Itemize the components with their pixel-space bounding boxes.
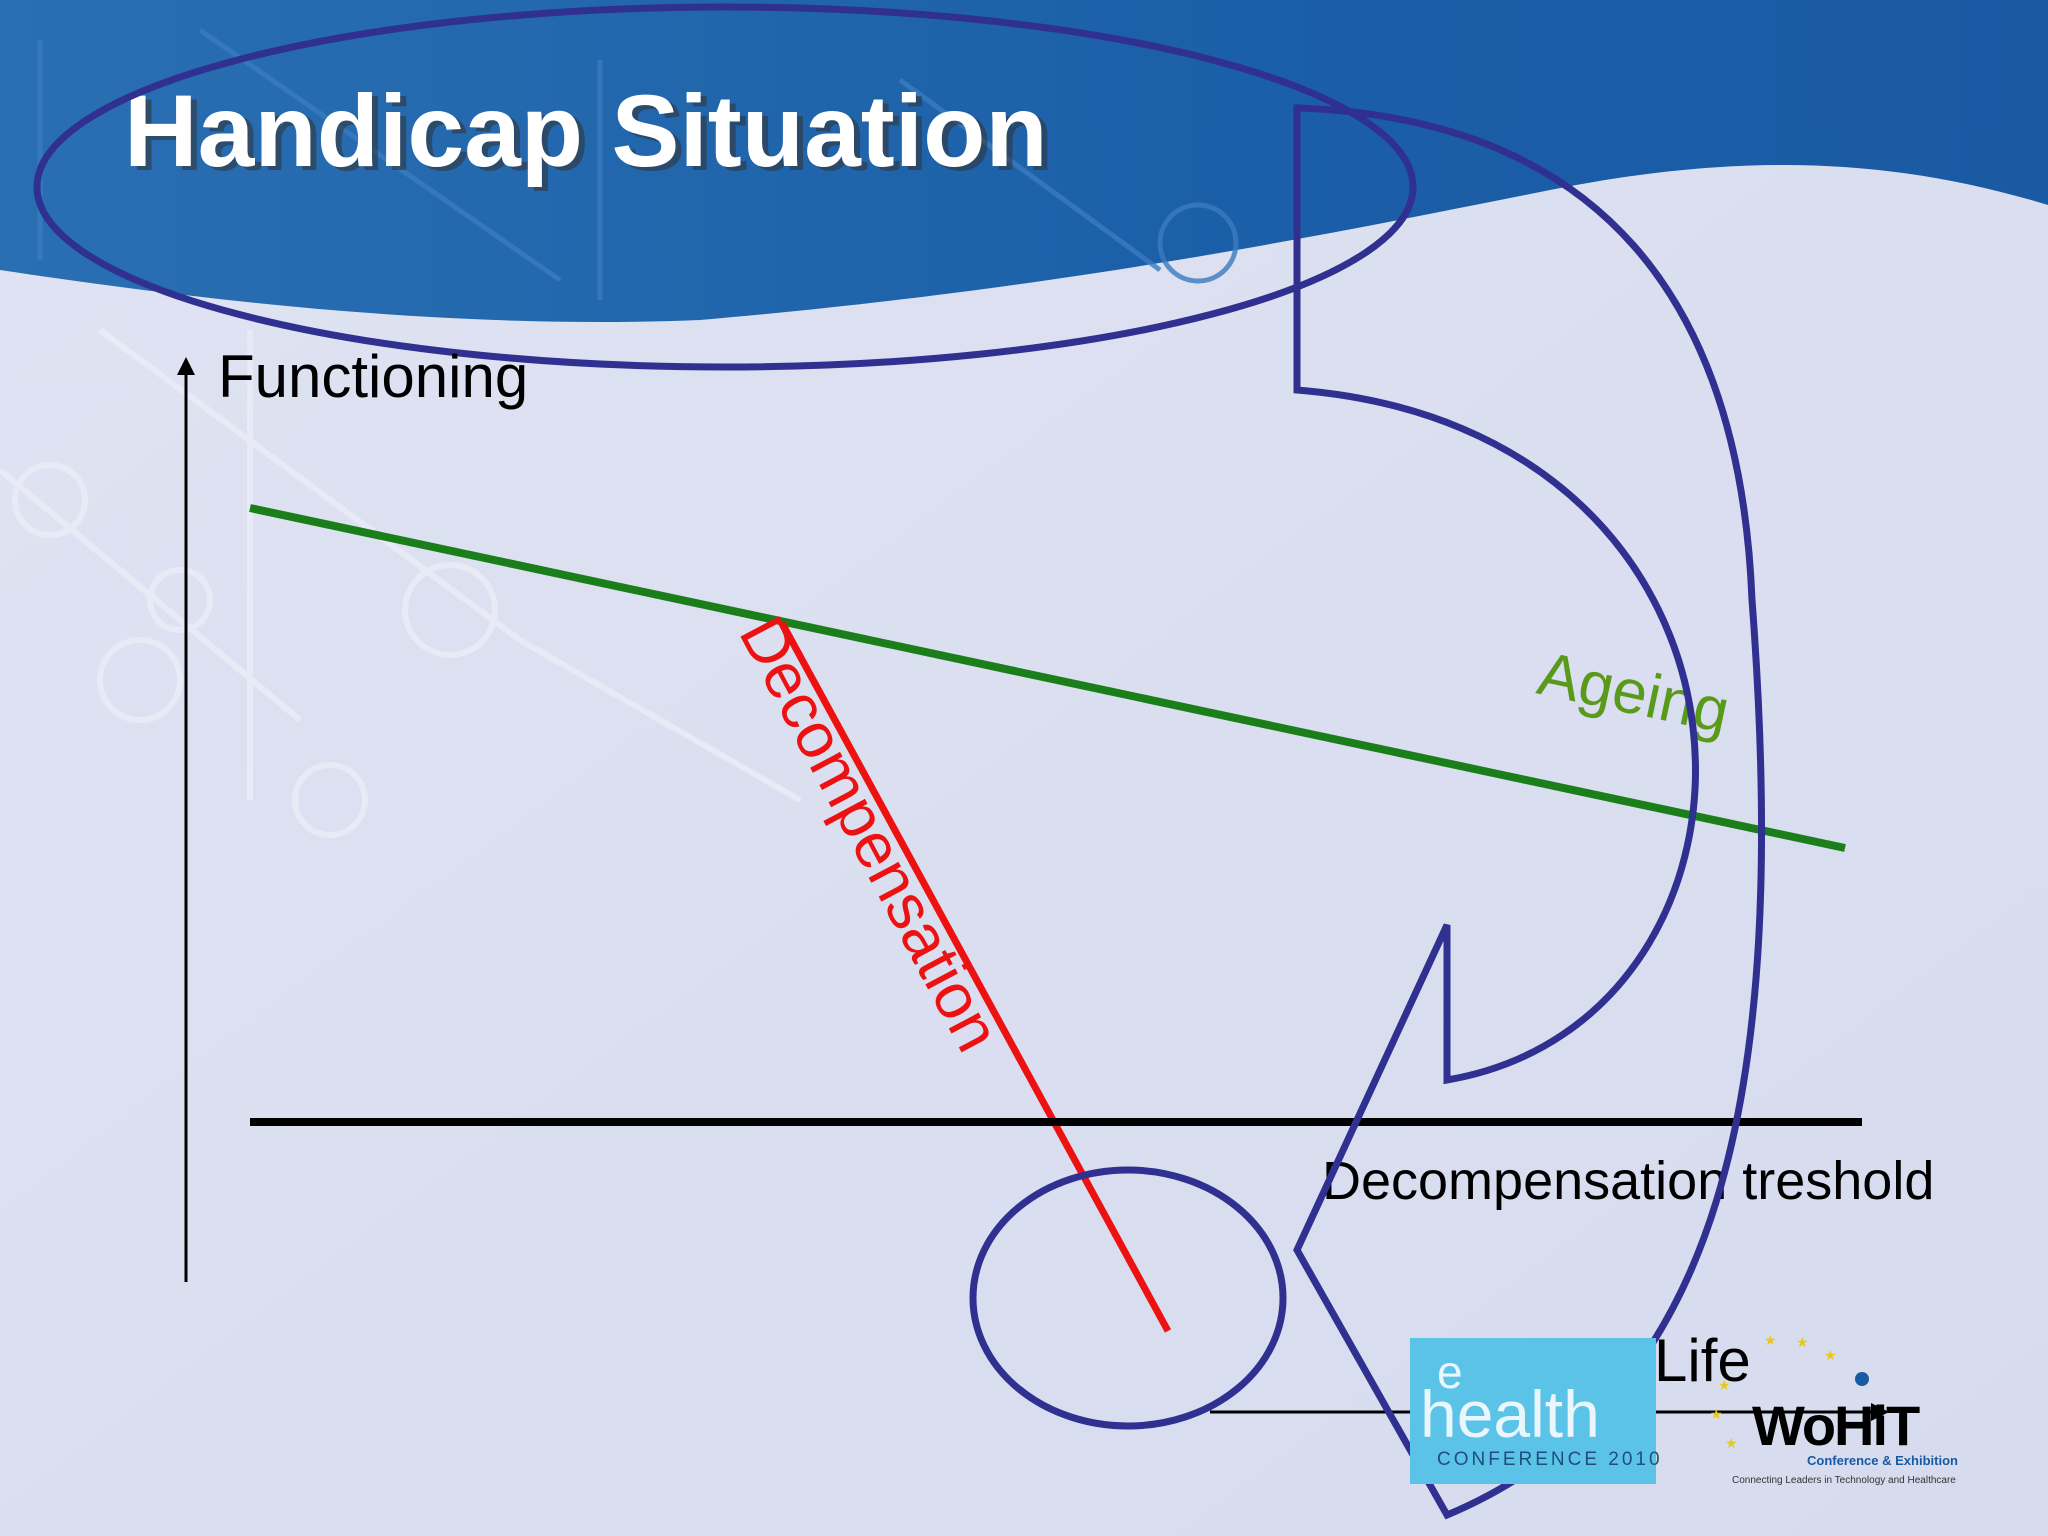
svg-text:★: ★: [1718, 1377, 1731, 1393]
crossing-highlight-circle: [969, 1166, 1287, 1430]
eu-stars-icon: ★ ★ ★ ★ ★ ★: [1710, 1332, 1837, 1451]
svg-text:★: ★: [1796, 1334, 1809, 1350]
wohit-logo-dot: [1855, 1372, 1869, 1386]
svg-text:★: ★: [1710, 1406, 1723, 1422]
svg-text:★: ★: [1764, 1332, 1777, 1348]
title-highlight-ellipse: [33, 3, 1417, 371]
ehealth-logo-e: e: [1437, 1346, 1463, 1398]
wohit-logo: ★ ★ ★ ★ ★ ★ WoHiT Conference & Exhibitio…: [1710, 1332, 1958, 1486]
wohit-logo-tagline: Conference & Exhibition: [1807, 1453, 1958, 1468]
wohit-logo-name: WoHiT: [1752, 1394, 1920, 1457]
svg-text:★: ★: [1725, 1435, 1738, 1451]
y-axis-label: Functioning: [218, 343, 528, 410]
x-axis-label: Life: [1654, 1327, 1751, 1394]
threshold-label: Decompensation treshold: [1322, 1151, 1934, 1211]
page-title: Handicap Situation: [124, 74, 1048, 188]
svg-text:★: ★: [1824, 1347, 1837, 1363]
ehealth-logo-word: health: [1420, 1377, 1600, 1451]
ehealth-logo: e health CONFERENCE 2010: [1410, 1338, 1663, 1484]
circuit-decoration: [0, 327, 802, 838]
page-title-shadow: Handicap Situation: [130, 78, 1054, 192]
decompensation-line: [778, 621, 1172, 1333]
wohit-logo-subtagline: Connecting Leaders in Technology and Hea…: [1732, 1475, 1956, 1486]
ageing-line: [249, 504, 1846, 852]
ehealth-logo-background: [1410, 1338, 1656, 1484]
header-band: [0, 0, 2048, 322]
header-circuit-decoration: [37, 27, 1239, 300]
ehealth-logo-subtitle: CONFERENCE 2010: [1437, 1449, 1663, 1470]
